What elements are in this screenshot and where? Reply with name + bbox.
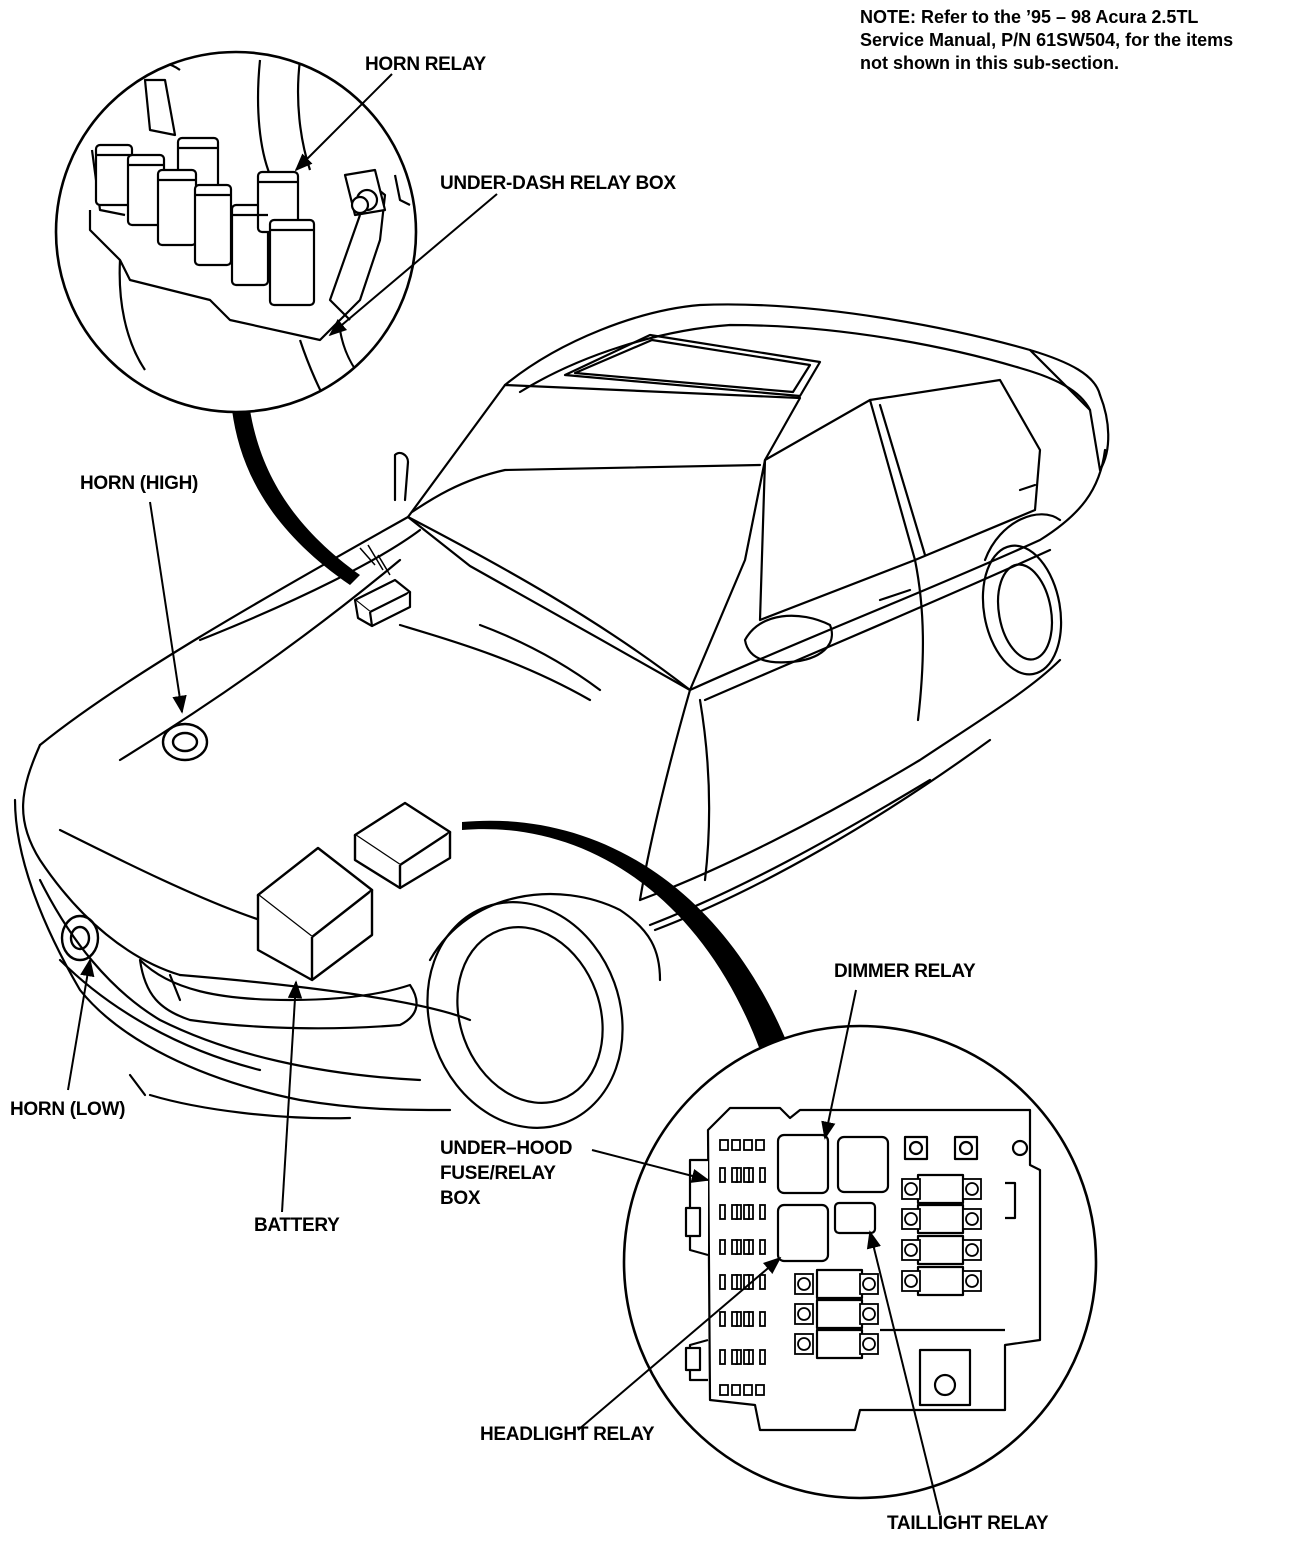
mini-fuse-slot [731, 1274, 738, 1290]
mini-fuse-slot [743, 1274, 750, 1290]
fuse-terminal-hole [797, 1307, 811, 1321]
label-horn-high: HORN (HIGH) [80, 473, 199, 494]
horn-low-part [60, 914, 100, 962]
leader-dimmer-relay [821, 989, 857, 1140]
leader-under-dash-relay-box [328, 193, 498, 337]
mini-fuse-slot [719, 1139, 729, 1151]
fuse-terminals [794, 1178, 982, 1355]
car-outline [13, 303, 1110, 1129]
label-under-hood-box-line-3: BOX [440, 1188, 481, 1209]
fuse-terminal-hole [965, 1212, 979, 1226]
note-line-2: Service Manual, P/N 61SW504, for the ite… [860, 30, 1234, 50]
battery-part [256, 846, 374, 982]
leader-horn-relay [294, 73, 393, 172]
label-horn-low: HORN (LOW) [10, 1099, 126, 1120]
mini-fuse-slot [719, 1204, 726, 1220]
fuse-terminal-hole [797, 1337, 811, 1351]
under-dash-relay-detail [88, 59, 411, 411]
service-manual-note: NOTE: Refer to the ’95 – 98 Acura 2.5TL … [860, 6, 1233, 75]
mini-fuse-slot [731, 1204, 738, 1220]
mini-fuse-slot [743, 1239, 750, 1255]
mini-fuse-slot [759, 1349, 766, 1365]
label-headlight-relay: HEADLIGHT RELAY [480, 1424, 655, 1445]
mini-fuse-slot [759, 1239, 766, 1255]
horn-high-part [161, 722, 209, 762]
fuse-terminal-hole [862, 1277, 876, 1291]
fuse-terminal-hole [862, 1307, 876, 1321]
mini-fuse-slot [743, 1311, 750, 1327]
mini-fuse-slot [731, 1239, 738, 1255]
fuse-terminal-hole [862, 1337, 876, 1351]
mini-fuse-slot [731, 1384, 741, 1396]
note-line-1: NOTE: Refer to the ’95 – 98 Acura 2.5TL [860, 7, 1199, 27]
mini-fuse-slot [755, 1139, 765, 1151]
label-horn-relay: HORN RELAY [365, 54, 486, 75]
mini-fuse-slot [719, 1384, 729, 1396]
top-callout-connector [232, 410, 360, 585]
mini-fuse-slot [743, 1384, 753, 1396]
label-under-hood-box-line-1: UNDER–HOOD [440, 1138, 573, 1159]
under-dash-box-part [353, 544, 412, 628]
fuse-terminal-hole [904, 1274, 918, 1288]
fuse-terminal-hole [904, 1243, 918, 1257]
mini-fuse-slot [759, 1274, 766, 1290]
fuse-terminal-hole [904, 1212, 918, 1226]
mini-fuse-slot [731, 1311, 738, 1327]
label-dimmer-relay: DIMMER RELAY [834, 961, 976, 982]
leader-horn-high [149, 501, 187, 714]
leader-battery [281, 980, 303, 1213]
fuse-terminal-hole [797, 1277, 811, 1291]
leader-horn-low [67, 958, 95, 1091]
mini-fuse-slot [743, 1204, 750, 1220]
leader-taillight-relay [866, 1230, 941, 1516]
mini-fuse-slot [731, 1167, 738, 1183]
mini-fuse-slot [731, 1139, 741, 1151]
mini-fuse-slot [719, 1349, 726, 1365]
fuse-terminal-hole [904, 1182, 918, 1196]
fuse-terminal-hole [965, 1243, 979, 1257]
mini-fuse-slot [719, 1239, 726, 1255]
note-line-3: not shown in this sub-section. [860, 53, 1119, 73]
fuse-terminal-hole [965, 1182, 979, 1196]
fuse-terminal-hole [965, 1274, 979, 1288]
bottom-callout-connector [462, 820, 788, 1050]
mini-fuse-slot [759, 1311, 766, 1327]
mini-fuse-slot [719, 1274, 726, 1290]
mini-fuse-slot [755, 1384, 765, 1396]
label-under-hood-box-line-2: FUSE/RELAY [440, 1163, 556, 1184]
label-battery: BATTERY [254, 1215, 340, 1236]
mini-fuse-slot [759, 1204, 766, 1220]
mini-fuse-slot [759, 1167, 766, 1183]
fuse-relay-box-detail [684, 1106, 1042, 1432]
mini-fuse-slot [743, 1167, 750, 1183]
under-hood-box-part [353, 801, 452, 890]
leader-headlight-relay [577, 1256, 782, 1431]
label-under-dash-relay-box: UNDER-DASH RELAY BOX [440, 173, 676, 194]
mini-fuse-slots [719, 1139, 766, 1396]
mini-fuse-slot [743, 1349, 750, 1365]
label-taillight-relay: TAILLIGHT RELAY [887, 1513, 1049, 1534]
mini-fuse-slot [743, 1139, 753, 1151]
mini-fuse-slot [719, 1311, 726, 1327]
mini-fuse-slot [731, 1349, 738, 1365]
mini-fuse-slot [719, 1167, 726, 1183]
leader-under-hood-box [591, 1149, 710, 1183]
